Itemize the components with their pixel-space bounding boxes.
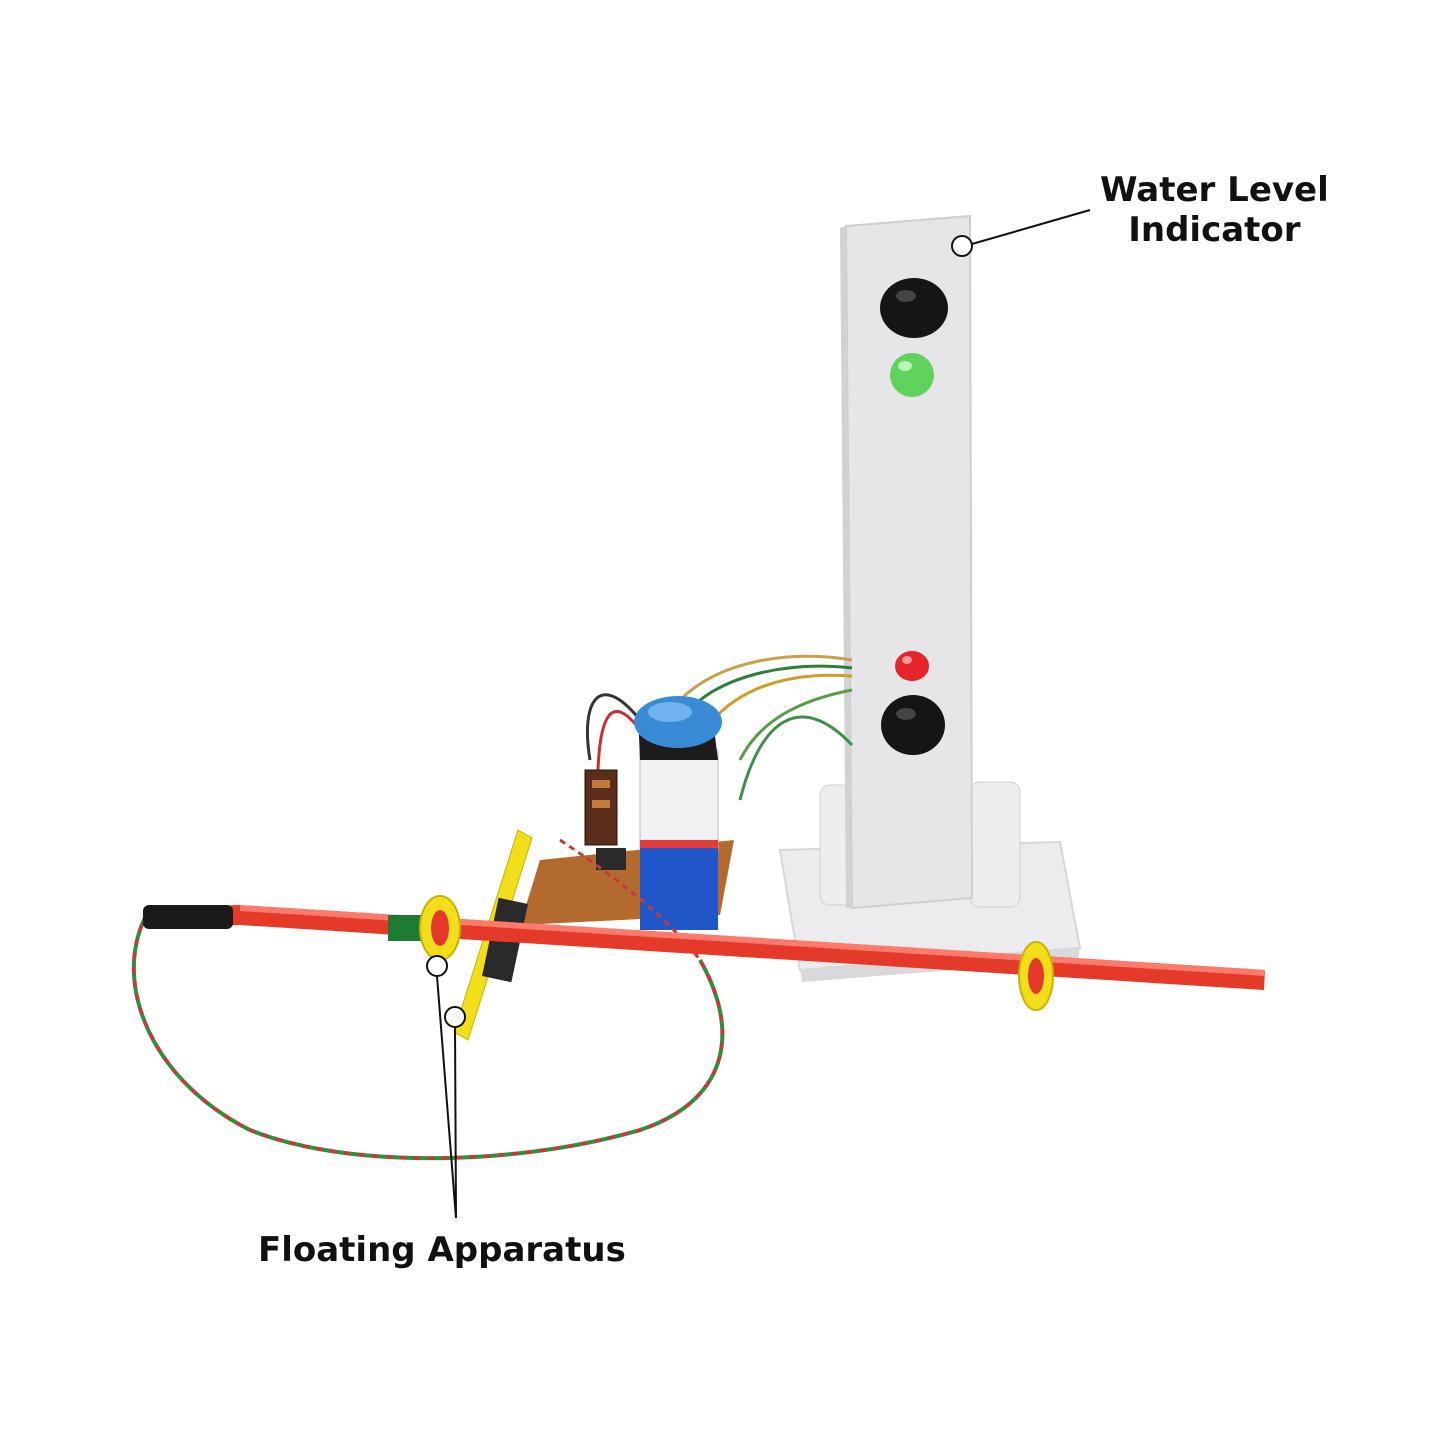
floating-apparatus-label: Floating Apparatus <box>258 1230 626 1270</box>
top-buzzer <box>880 278 948 338</box>
callout-floating-apparatus <box>426 955 466 1219</box>
float-ring-left <box>419 895 461 961</box>
water-level-indicator-label-line2: Indicator <box>1128 210 1301 250</box>
float-ring-right <box>1018 941 1054 1011</box>
bottom-buzzer <box>881 695 945 755</box>
callout-water-level-indicator <box>951 209 1091 257</box>
red-led <box>895 651 929 681</box>
water-level-indicator-label: Water Level Indicator <box>1100 170 1329 250</box>
battery <box>634 696 722 930</box>
green-led <box>890 353 934 397</box>
water-level-indicator-label-line1: Water Level <box>1100 170 1329 210</box>
